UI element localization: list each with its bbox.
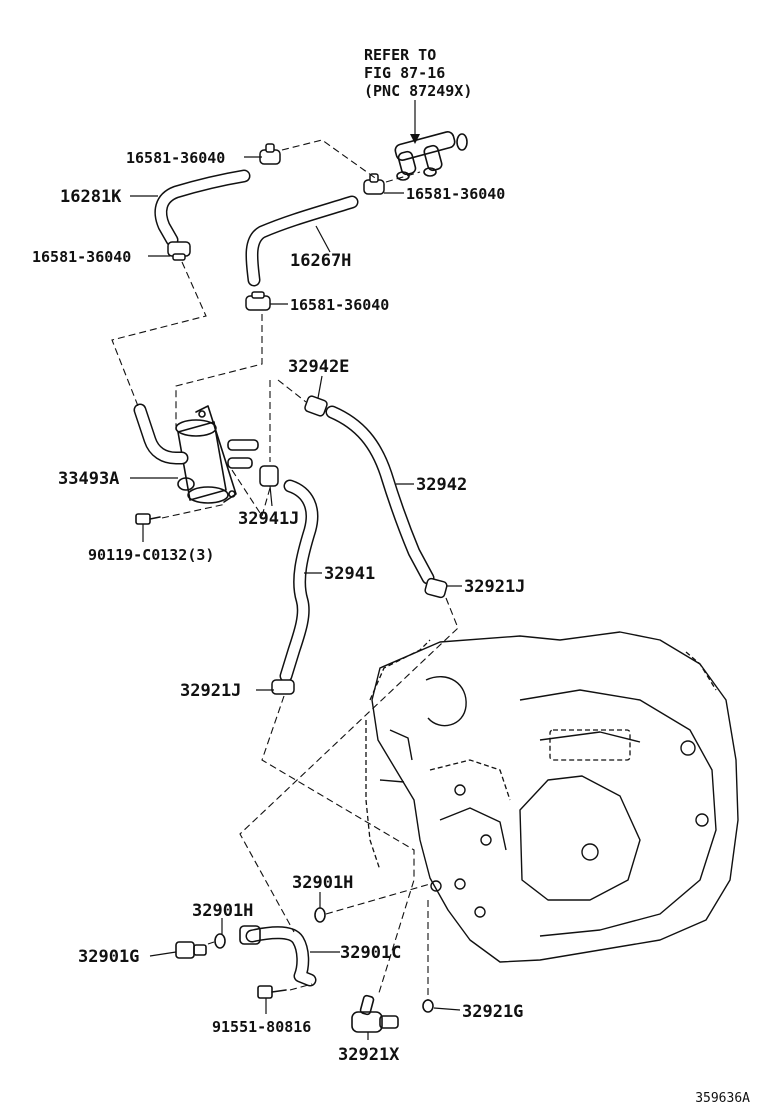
label-clip-32942e[interactable]: 32942E xyxy=(288,357,349,377)
clamp-mid-left xyxy=(167,241,191,261)
ring-32921g xyxy=(422,999,434,1013)
label-pipe-32901c[interactable]: 32901C xyxy=(340,943,401,963)
label-gasket-32901h-right[interactable]: 32901H xyxy=(292,873,353,893)
hose-16267h xyxy=(245,195,359,287)
clamp-top-right xyxy=(363,173,385,195)
oil-cooler-33493a xyxy=(133,403,259,504)
label-hose-16281k[interactable]: 16281K xyxy=(60,187,122,207)
label-clip-32941j[interactable]: 32941J xyxy=(238,509,299,529)
label-clamp-mid-left[interactable]: 16581-36040 xyxy=(32,248,131,266)
bolt-32901g xyxy=(175,941,207,959)
figure-number: 359636A xyxy=(695,1091,750,1106)
clip-32942e xyxy=(304,395,328,417)
label-bolt-91551[interactable]: 91551-80816 xyxy=(212,1018,311,1036)
clip-32941j xyxy=(259,465,279,487)
bolt-91551-80816 xyxy=(257,985,287,999)
clip-32921j-right xyxy=(424,577,448,599)
label-clip-32921j-left[interactable]: 32921J xyxy=(180,681,241,701)
bolt-90119-c0132 xyxy=(135,513,161,525)
water-valve-fitting xyxy=(394,131,468,181)
label-clip-32921j-right[interactable]: 32921J xyxy=(464,577,525,597)
label-union-32921x[interactable]: 32921X xyxy=(338,1045,400,1065)
clamp-top-left xyxy=(259,143,281,165)
label-cooler-33493a[interactable]: 33493A xyxy=(58,469,119,489)
label-bolt-90119[interactable]: 90119-C0132(3) xyxy=(88,546,214,564)
label-bolt-32901g[interactable]: 32901G xyxy=(78,947,139,967)
transmission-case xyxy=(365,631,739,963)
connection-lines xyxy=(111,139,459,1000)
label-clamp-mid-right[interactable]: 16581-36040 xyxy=(290,296,389,314)
gasket-32901h-left xyxy=(214,933,226,949)
label-gasket-32901h-left[interactable]: 32901H xyxy=(192,901,253,921)
label-ring-32921g[interactable]: 32921G xyxy=(462,1002,523,1022)
label-clamp-top-right[interactable]: 16581-36040 xyxy=(406,185,505,203)
pipe-32901c xyxy=(239,925,317,987)
hose-16281k xyxy=(154,169,251,247)
label-clamp-top-left[interactable]: 16581-36040 xyxy=(126,149,225,167)
reference-line-3: (PNC 87249X) xyxy=(364,82,472,100)
reference-note: REFER TO FIG 87-16 (PNC 87249X) xyxy=(364,46,472,144)
leader-lines xyxy=(130,156,462,1040)
reference-line-1: REFER TO xyxy=(364,46,436,64)
label-hose-32942[interactable]: 32942 xyxy=(416,475,467,495)
reference-line-2: FIG 87-16 xyxy=(364,64,445,82)
clip-32921j-left xyxy=(271,679,295,695)
label-hose-32941[interactable]: 32941 xyxy=(324,564,375,584)
hose-32941 xyxy=(279,479,319,683)
gasket-32901h-right xyxy=(314,907,326,923)
reference-arrow xyxy=(410,134,420,144)
label-hose-16267h[interactable]: 16267H xyxy=(290,251,351,271)
union-32921x xyxy=(351,994,399,1033)
part-labels: 16581-36040 16581-36040 16281K 16581-360… xyxy=(32,149,525,1065)
clamp-mid-right xyxy=(245,291,271,311)
hose-32942 xyxy=(325,405,435,585)
